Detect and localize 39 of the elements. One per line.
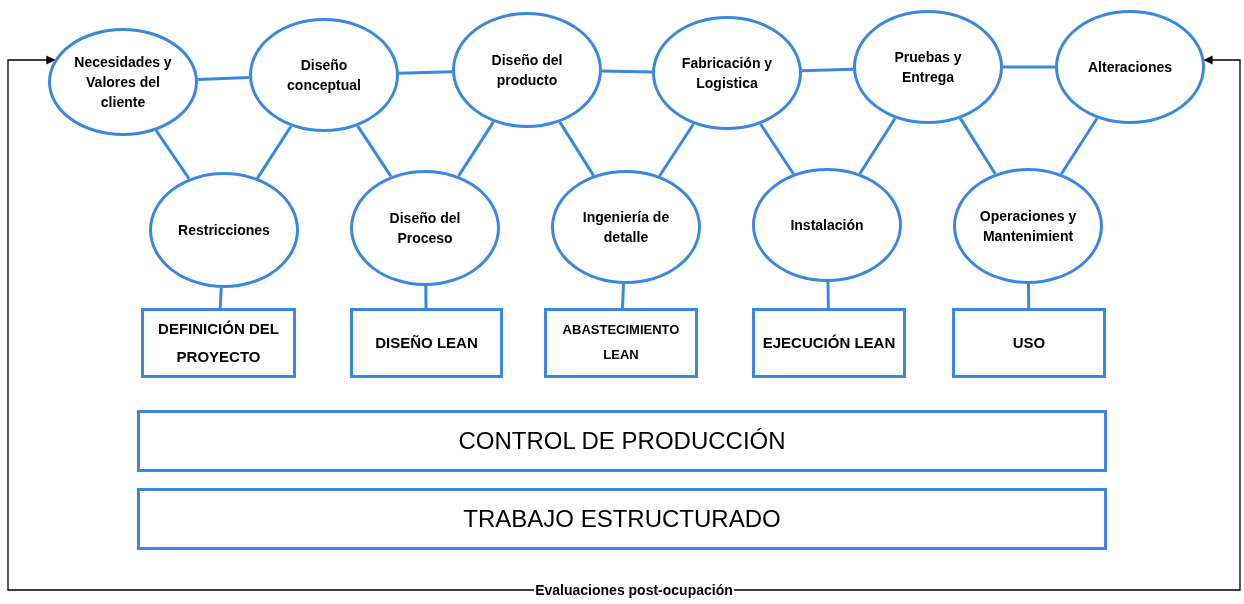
process-ellipse: Alteraciones [1055, 10, 1205, 124]
foundation-bar: CONTROL DE PRODUCCIÓN [137, 410, 1107, 472]
phase-box: DISEÑO LEAN [350, 308, 503, 378]
connector-line [558, 121, 595, 177]
connector-line [858, 117, 897, 175]
phase-box: ABASTECIMIENTO LEAN [544, 308, 698, 378]
connector-line [154, 129, 191, 180]
connector-line [398, 70, 453, 75]
process-ellipse: Fabricación y Logistica [652, 16, 802, 130]
connector-line [601, 69, 653, 74]
connector-line [658, 123, 695, 177]
foundation-bar: TRABAJO ESTRUCTURADO [137, 488, 1107, 550]
connector-line [826, 281, 830, 309]
process-ellipse: Pruebas y Entrega [853, 10, 1003, 124]
connector-line [1060, 117, 1099, 175]
phase-box: EJECUCIÓN LEAN [752, 308, 906, 378]
connector-line [218, 287, 223, 309]
process-ellipse: Instalación [752, 168, 902, 282]
connector-line [621, 283, 625, 309]
connector-line [197, 76, 250, 81]
connector-line [959, 117, 997, 175]
process-ellipse: Diseño del producto [452, 12, 602, 128]
process-ellipse: Restricciones [149, 172, 299, 288]
connector-line [457, 121, 495, 177]
feedback-arrow [7, 55, 535, 591]
connector-line [1003, 65, 1055, 69]
phase-box: DEFINICIÓN DEL PROYECTO [141, 308, 296, 378]
connector-line [1027, 284, 1031, 308]
feedback-label: Evaluaciones post-ocupación [534, 580, 734, 600]
feedback-arrow [733, 55, 1241, 591]
connector-line [424, 286, 428, 308]
process-ellipse: Ingeniería de detalle [551, 170, 701, 284]
connector-line [801, 67, 854, 73]
process-ellipse: Diseño conceptual [249, 18, 399, 132]
process-ellipse: Diseño del Proceso [350, 170, 500, 286]
process-ellipse: Necesidades y Valores del cliente [48, 28, 198, 136]
process-ellipse: Operaciones y Mantenimient [953, 168, 1103, 284]
phase-box: USO [952, 308, 1106, 378]
connector-line [759, 123, 795, 175]
